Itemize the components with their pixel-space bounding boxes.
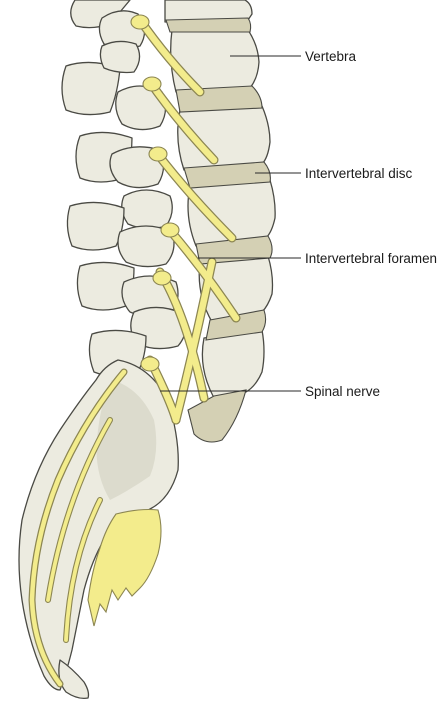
leader-lines	[160, 55, 301, 392]
intervertebral-disc-1	[165, 17, 252, 33]
cauda-equina-plexus	[87, 508, 162, 627]
vertebral-body-1	[164, 0, 253, 23]
intervertebral-disc-6	[187, 389, 247, 443]
label-vertebra: Vertebra	[305, 49, 357, 64]
coccyx	[58, 659, 90, 700]
spinous-process-4	[66, 201, 125, 251]
spinal-nerves	[28, 14, 241, 688]
dorsal-root-ganglia	[130, 14, 180, 372]
vertebral-body-6	[201, 329, 265, 399]
label-intervertebral-disc: Intervertebral disc	[305, 166, 413, 181]
ganglion-1	[130, 14, 150, 30]
ganglion-3	[148, 146, 168, 162]
intervertebral-disc-5	[205, 309, 267, 341]
vertebral-body-4	[187, 179, 276, 247]
intervertebral-disc-2	[175, 85, 263, 113]
label-intervertebral-foramen: Intervertebral foramen	[305, 251, 437, 266]
intervertebral-discs	[165, 17, 273, 443]
label-spinal-nerve: Spinal nerve	[305, 384, 380, 399]
vertebral-body-2	[170, 29, 260, 93]
ganglion-6	[140, 356, 160, 372]
articular-process-5	[121, 189, 173, 230]
sacrum-shade	[96, 380, 157, 500]
ganglion-5	[152, 270, 172, 286]
labels: Vertebra Intervertebral disc Interverteb…	[305, 49, 437, 399]
ganglion-4	[160, 222, 180, 238]
articular-process-2	[99, 40, 141, 74]
vertebral-body-3	[177, 105, 271, 171]
ganglion-2	[142, 76, 162, 92]
articular-process-6	[117, 225, 175, 268]
spinous-process-1	[70, 0, 131, 29]
